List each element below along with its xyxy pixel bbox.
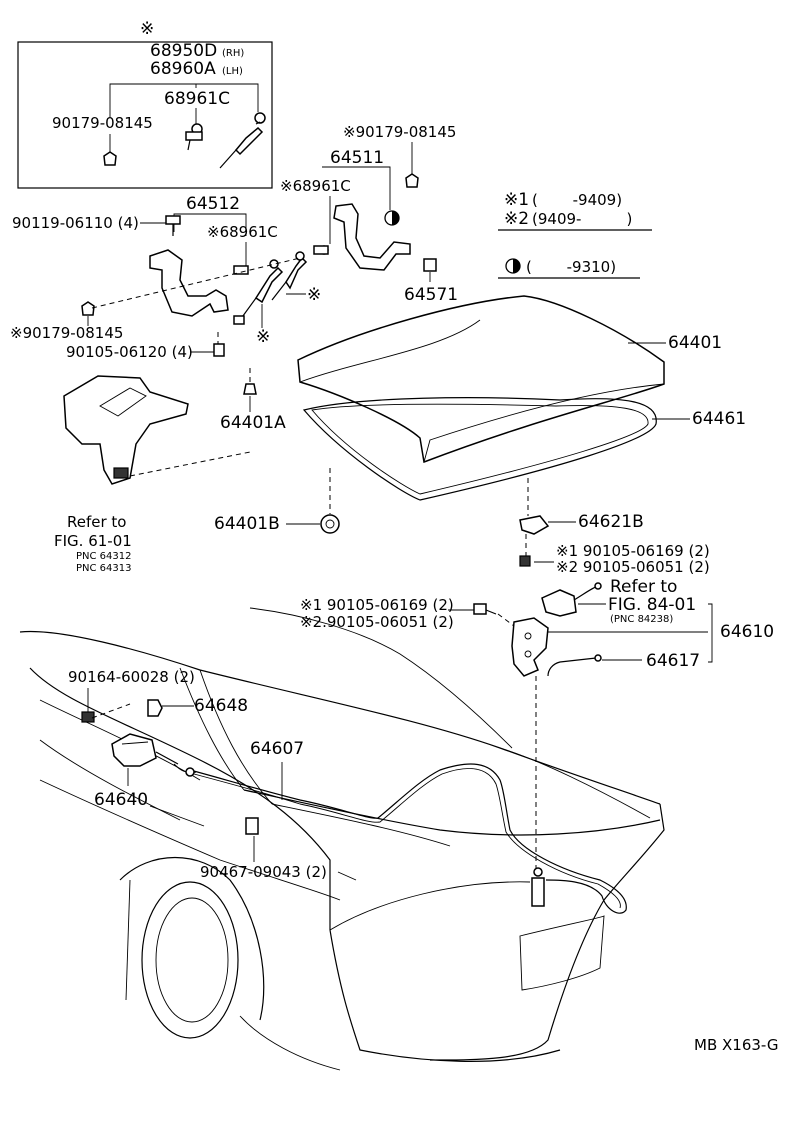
lock-assembly-icon bbox=[511, 617, 549, 677]
callout-64512: 64512 bbox=[186, 194, 240, 214]
callout-68961c-right: ※68961C bbox=[280, 177, 351, 195]
refer-61-line2: FIG. 61-01 bbox=[54, 532, 132, 550]
legend-mark-1: ※1 bbox=[504, 190, 529, 210]
refer-61-pnc2: PNC 64313 bbox=[76, 563, 131, 574]
legend-range-1: ( -9409) bbox=[532, 191, 622, 209]
ball-stud-icon bbox=[313, 245, 329, 255]
hinge-bracket-group: Refer to FIG. 61-01 PNC 64312 PNC 64313 bbox=[54, 375, 251, 574]
right-hinge-group: ※90179-08145 64511 ※68961C 64571 bbox=[280, 123, 458, 305]
gas-damper-icon bbox=[271, 251, 308, 301]
callout-90105-r1: ※1 90105-06169 (2) bbox=[556, 542, 710, 560]
callout-64401: 64401 bbox=[668, 333, 722, 353]
part-68950d: 68950D bbox=[150, 41, 217, 61]
opener-group: 90164-60028 (2) 64648 64640 64607 90467-… bbox=[68, 668, 357, 881]
callout-90105-m2: ※2.90105-06051 (2) bbox=[300, 613, 454, 631]
callout-64607: 64607 bbox=[250, 739, 304, 759]
callout-64571: 64571 bbox=[404, 285, 458, 305]
damper-kit-box: ※ 68950D (RH) 68960A (LH) 68961C 90179-0… bbox=[17, 19, 273, 189]
rh-suffix: (RH) bbox=[222, 48, 244, 59]
trunk-lid-panel bbox=[297, 295, 665, 464]
car-body-outline bbox=[19, 607, 665, 1071]
hinge-arm-icon bbox=[333, 203, 411, 271]
gas-damper-icon bbox=[219, 112, 266, 169]
actuator-icon bbox=[541, 589, 577, 617]
callout-90105-06120: 90105-06120 (4) bbox=[66, 343, 193, 361]
clamp-icon bbox=[245, 817, 259, 835]
cap-icon bbox=[147, 699, 163, 717]
callout-68961c-left: ※68961C bbox=[207, 223, 278, 241]
callout-64401a: 64401A bbox=[220, 413, 286, 433]
gas-damper-icon bbox=[233, 259, 284, 325]
callout-90179-left: ※90179-08145 bbox=[10, 324, 123, 342]
opener-lever-icon bbox=[111, 733, 157, 767]
key-cylinder-icon bbox=[531, 877, 545, 907]
ball-stud-icon bbox=[233, 265, 249, 275]
callout-64511: 64511 bbox=[330, 148, 384, 168]
lock-group: 64621B ※1 90105-06169 (2) ※2 90105-06051… bbox=[300, 478, 774, 876]
cushion-icon bbox=[243, 383, 257, 395]
refer-84-line2: FIG. 84-01 bbox=[608, 595, 696, 615]
callout-90105-r2: ※2 90105-06051 (2) bbox=[556, 558, 710, 576]
callout-64401b: 64401B bbox=[214, 514, 280, 534]
trunk-lid-group: 64401 64461 64401A 64401B bbox=[214, 295, 746, 534]
screw-icon bbox=[81, 711, 95, 723]
hinge-bracket-icon bbox=[63, 375, 189, 485]
diagram-code: MB X163-G bbox=[694, 1036, 779, 1054]
callout-90179-top: ※90179-08145 bbox=[343, 123, 456, 141]
clip-icon bbox=[81, 301, 95, 316]
bolt-icon bbox=[473, 603, 497, 615]
refer-61-line1: Refer to bbox=[67, 513, 126, 531]
legend: ※1 ( -9409) ※2 (9409- ) ( -9310) bbox=[498, 190, 652, 279]
legend-range-3: ( -9310) bbox=[526, 258, 616, 276]
hinge-arm-icon bbox=[149, 249, 229, 317]
ball-stud-icon bbox=[185, 123, 203, 151]
star-damper-left: ※ bbox=[256, 327, 270, 347]
clip-icon bbox=[405, 173, 419, 188]
refer-84-pnc: (PNC 84238) bbox=[610, 614, 673, 625]
bolt-icon bbox=[213, 332, 225, 357]
callout-64648: 64648 bbox=[194, 696, 248, 716]
plug-icon bbox=[320, 514, 340, 534]
callout-90119: 90119-06110 (4) bbox=[12, 214, 139, 232]
bolt-icon bbox=[519, 555, 531, 567]
refer-61-pnc1: PNC 64312 bbox=[76, 551, 131, 562]
clip-icon bbox=[103, 151, 117, 166]
kit-asterisk: ※ bbox=[140, 19, 154, 39]
bumper-icon bbox=[423, 258, 437, 272]
callout-64640: 64640 bbox=[94, 790, 148, 810]
legend-mark-2: ※2 bbox=[504, 209, 529, 229]
part-68961c-kit: 68961C bbox=[164, 89, 230, 109]
star-damper-right: ※ bbox=[307, 285, 321, 305]
callout-64617: 64617 bbox=[646, 651, 700, 671]
left-hinge-group: 64512 90119-06110 (4) ※68961C ※ ※ bbox=[10, 194, 321, 361]
lh-suffix: (LH) bbox=[222, 66, 243, 77]
bolt-icon bbox=[165, 215, 181, 236]
part-90179-08145-kit: 90179-08145 bbox=[52, 114, 153, 132]
refer-84-line1: Refer to bbox=[610, 577, 677, 597]
callout-64461: 64461 bbox=[692, 409, 746, 429]
callout-64610: 64610 bbox=[720, 622, 774, 642]
part-68960a: 68960A bbox=[150, 59, 216, 79]
callout-90467: 90467-09043 (2) bbox=[200, 863, 327, 881]
legend-range-2: (9409- ) bbox=[532, 210, 632, 228]
striker-icon bbox=[519, 515, 550, 535]
half-circle-icon bbox=[505, 258, 521, 274]
callout-90105-m1: ※1 90105-06169 (2) bbox=[300, 596, 454, 614]
callout-90164: 90164-60028 (2) bbox=[68, 668, 195, 686]
half-circle-icon bbox=[384, 210, 400, 226]
callout-64621b: 64621B bbox=[578, 512, 644, 532]
